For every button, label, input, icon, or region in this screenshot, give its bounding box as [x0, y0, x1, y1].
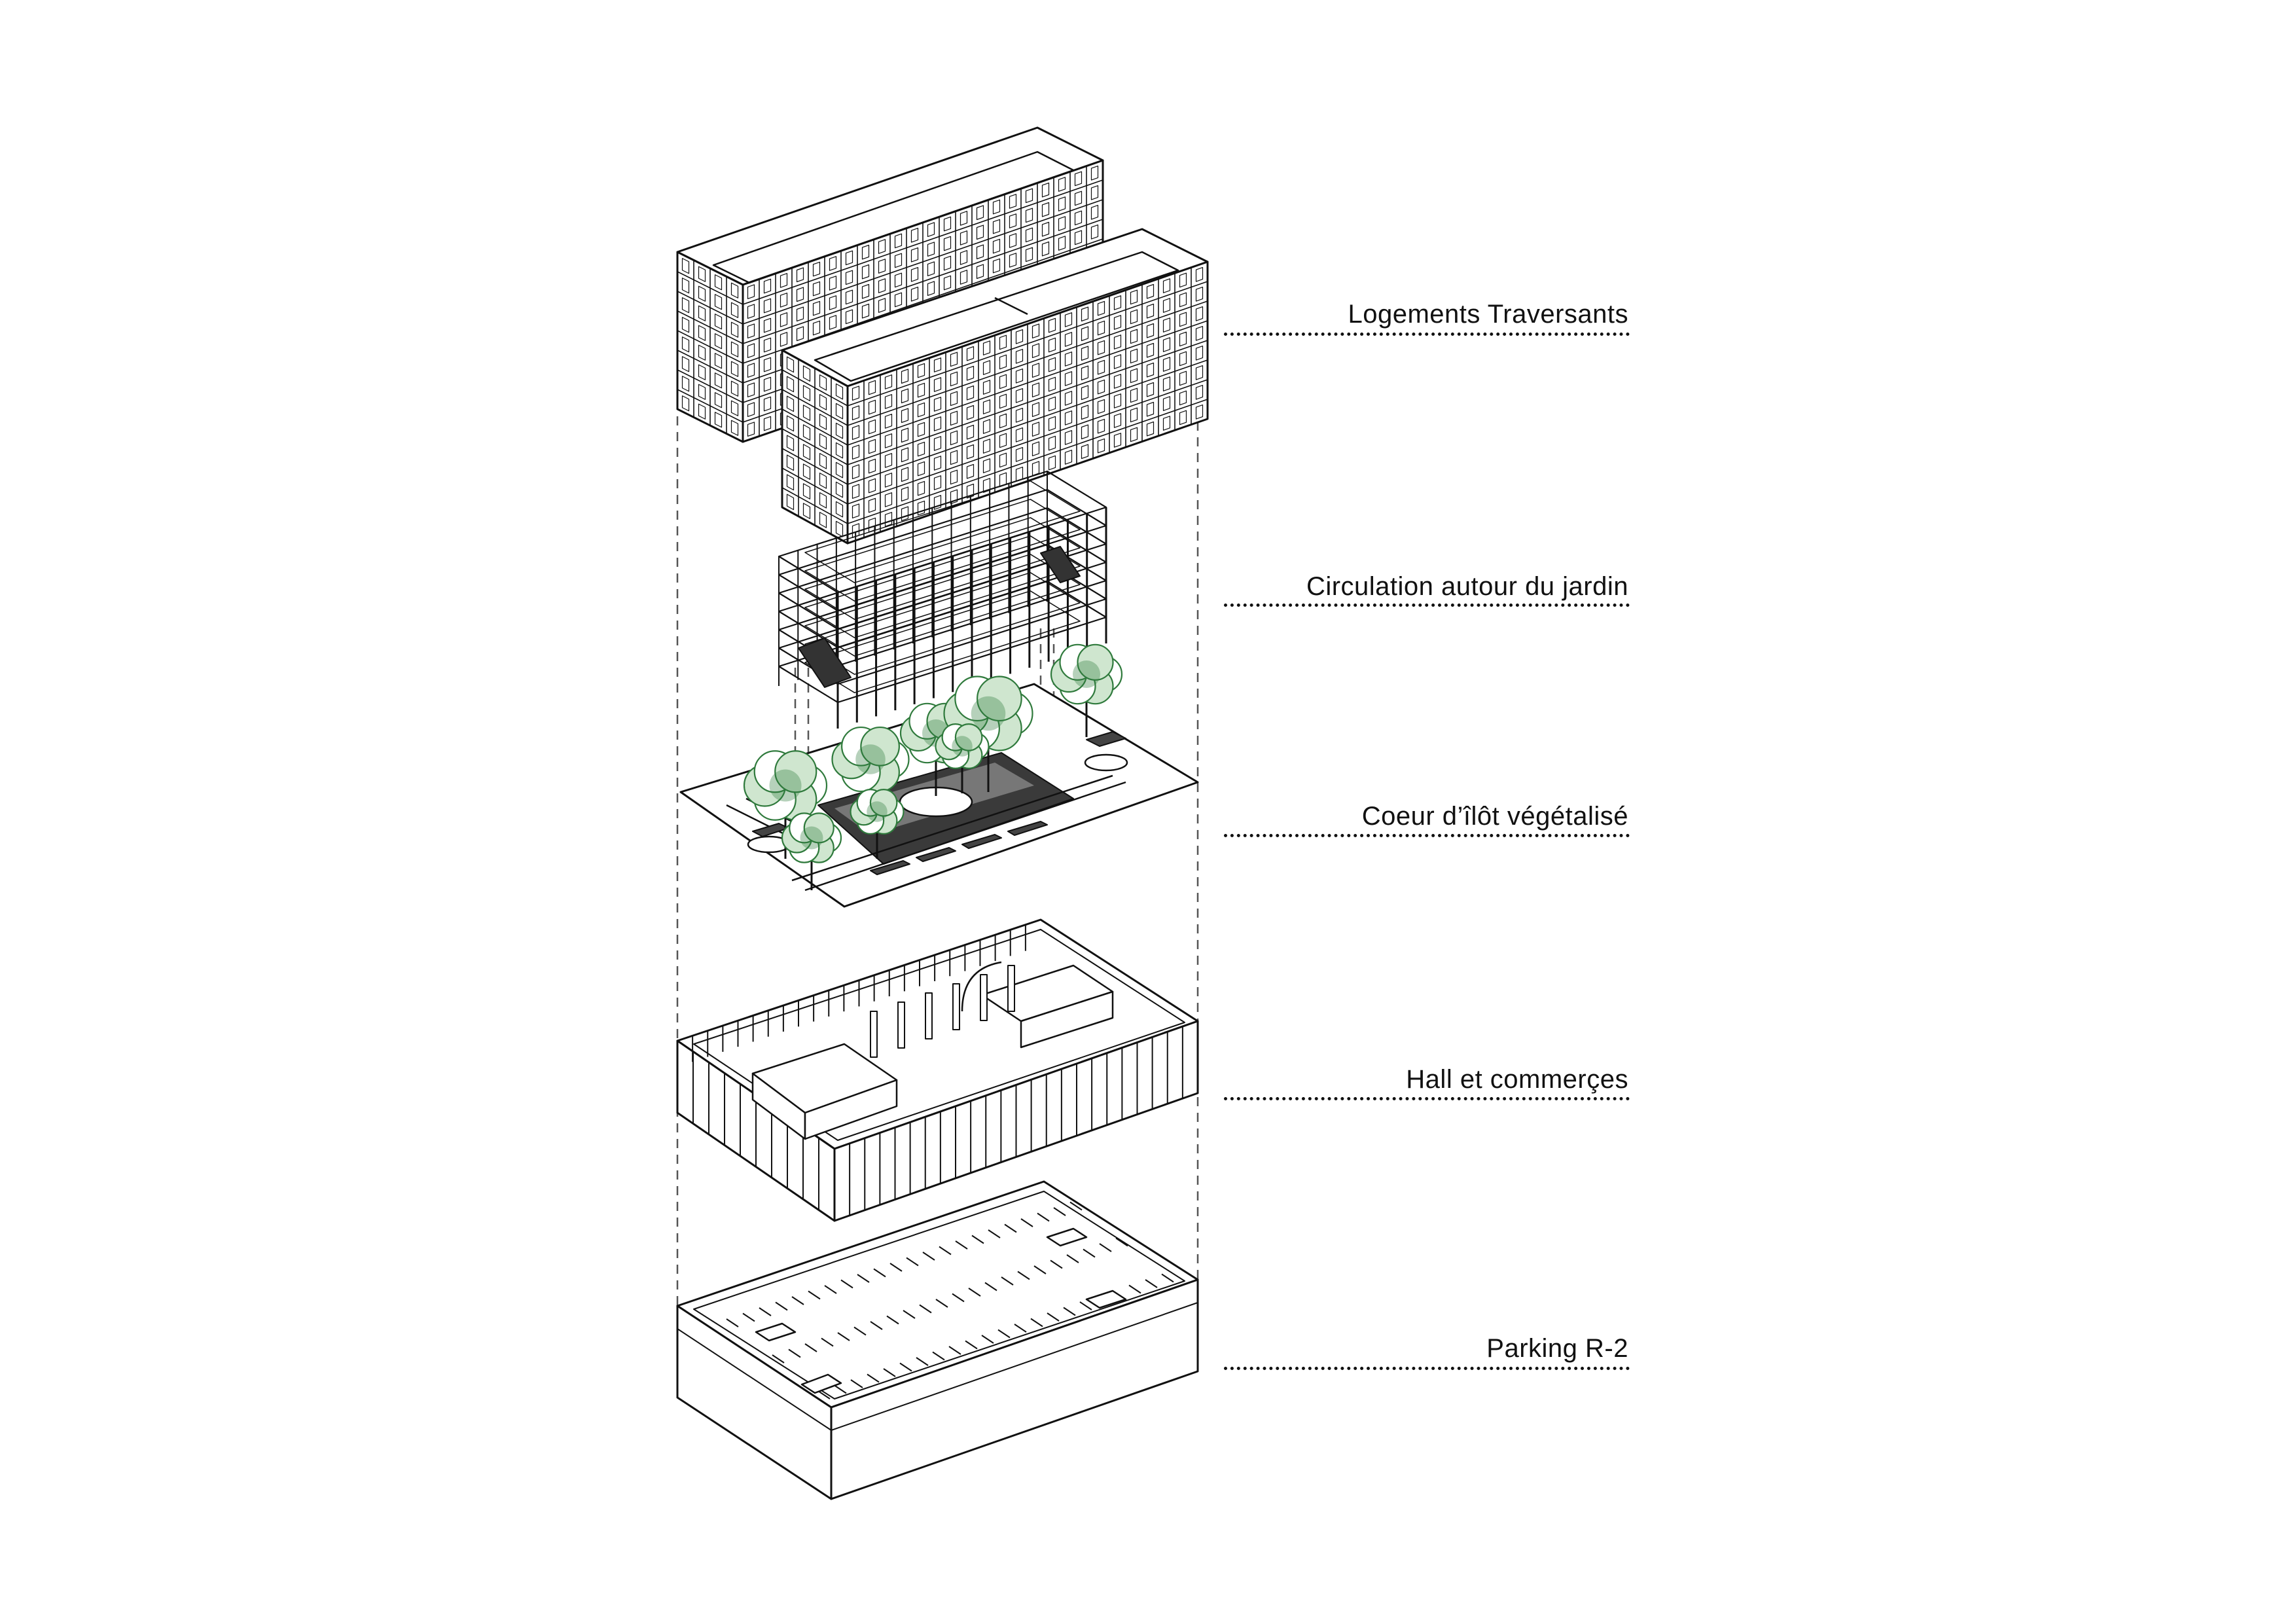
leader-coeur — [1224, 834, 1630, 837]
housing-block-front — [781, 228, 1209, 545]
leader-logements — [1224, 333, 1630, 336]
label-coeur-ilot: Coeur d’îlôt végétalisé — [1361, 802, 1628, 831]
label-parking-r2: Parking R-2 — [1486, 1334, 1628, 1363]
label-circulation-jardin: Circulation autour du jardin — [1306, 572, 1628, 601]
layer-logements-drawing — [676, 126, 1209, 545]
layer-coeur-drawing — [679, 643, 1199, 908]
label-logements-traversants: Logements Traversants — [1348, 300, 1628, 329]
garden-trees — [743, 643, 1123, 890]
leader-circulation — [1224, 604, 1630, 607]
leader-hall — [1224, 1097, 1630, 1100]
layer-circulation-drawing — [778, 470, 1107, 729]
layer-parking-drawing — [676, 1180, 1199, 1500]
label-hall-commerces: Hall et commerçes — [1406, 1065, 1628, 1094]
leader-parking — [1224, 1367, 1630, 1370]
layer-hall-drawing — [676, 918, 1199, 1222]
